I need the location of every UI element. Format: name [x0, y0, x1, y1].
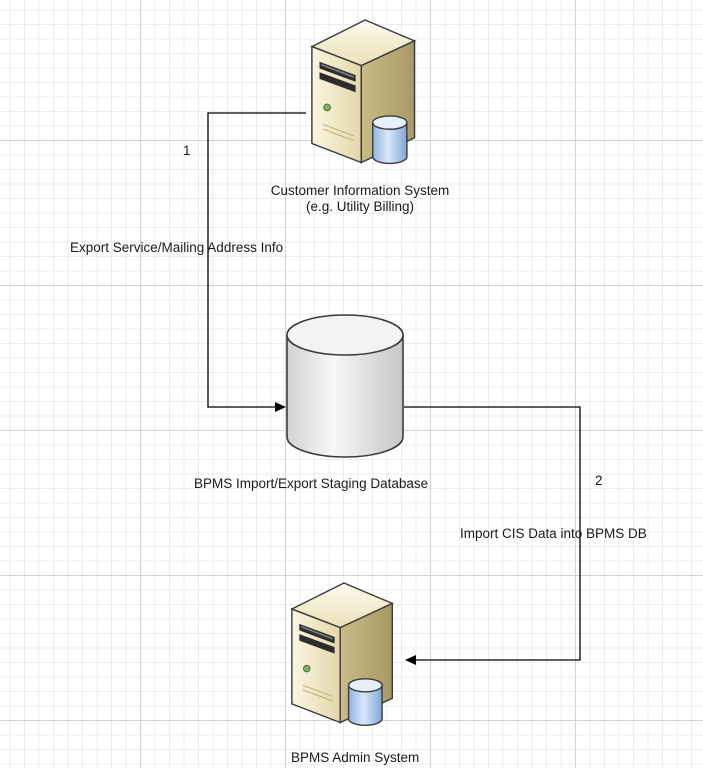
- edge-export-step: 1: [183, 143, 191, 158]
- cis-label-line1: Customer Information System: [270, 183, 450, 198]
- admin-server-icon: [291, 582, 393, 726]
- arrowhead-import: [405, 655, 416, 665]
- connector-export: [207, 112, 306, 408]
- staging-database-icon: [286, 314, 404, 458]
- cis-label-line2: (e.g. Utility Billing): [305, 199, 415, 214]
- cis-label: Customer Information System (e.g. Utilit…: [240, 183, 480, 215]
- arrowhead-export: [275, 402, 286, 412]
- edge-import-label: Import CIS Data into BPMS DB: [460, 526, 647, 541]
- cis-server-icon: [311, 19, 416, 165]
- connector-import: [404, 406, 581, 661]
- staging-label: BPMS Import/Export Staging Database: [194, 476, 429, 491]
- admin-label: BPMS Admin System: [291, 750, 420, 765]
- edge-export-label: Export Service/Mailing Address Info: [70, 240, 284, 255]
- edge-import-step: 2: [595, 473, 603, 488]
